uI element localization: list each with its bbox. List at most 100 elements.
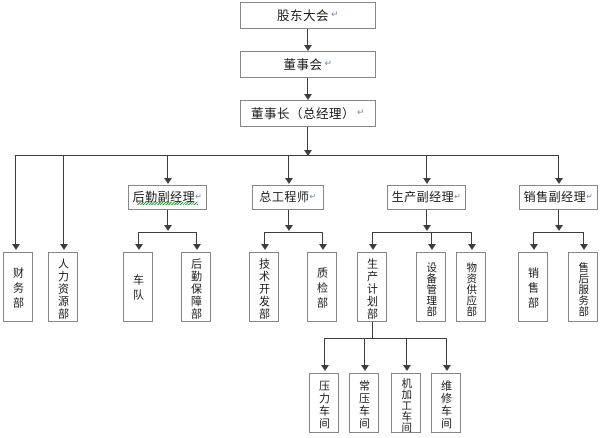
- splitter-logistics-vp: [138, 232, 196, 233]
- connector-logistics-to-fleet: [138, 232, 139, 245]
- paragraph-mark: ↵: [356, 107, 366, 118]
- connector-bus-to-logistics-vp: [167, 155, 168, 179]
- node-label: 售后服务部: [577, 261, 590, 317]
- node-materials-supply-department[interactable]: 物资供应部: [456, 252, 486, 322]
- node-fleet-department[interactable]: 车队: [123, 252, 153, 322]
- connector-production-vp-stem: [426, 210, 427, 226]
- node-production-vice-manager[interactable]: 生产副经理 ↵: [387, 185, 466, 210]
- node-board-of-directors[interactable]: 董事会 ↵: [240, 51, 376, 78]
- arrow-ce-to-techdev: [260, 244, 269, 250]
- node-atmospheric-workshop[interactable]: 常压车间: [349, 373, 379, 433]
- node-chairman-general-manager[interactable]: 董事长（总经理） ↵: [240, 100, 376, 127]
- node-label: 人力资源部: [56, 257, 70, 321]
- node-logistics-support-department[interactable]: 后勤保障部: [181, 252, 211, 322]
- connector-sales-vp-stem: [558, 210, 559, 226]
- node-label: 压力车间: [317, 380, 331, 430]
- node-label: 常压车间: [357, 380, 371, 430]
- node-label: 车队: [131, 274, 145, 304]
- connector-chairman-to-bus: [307, 127, 308, 155]
- node-label: 维修车间: [439, 380, 453, 430]
- connector-chief-engineer-stem: [288, 210, 289, 226]
- arrow-sv-to-sales-dept: [529, 244, 538, 250]
- node-label: 后勤副经理: [132, 190, 196, 205]
- node-label: 董事长（总经理）: [250, 105, 355, 121]
- node-finance-department[interactable]: 财务部: [3, 252, 33, 322]
- paragraph-mark: ↵: [330, 9, 340, 20]
- connector-bus-to-hr: [63, 155, 64, 245]
- connector-ce-to-quality: [322, 232, 323, 245]
- arrow-logistics-to-support: [192, 244, 201, 250]
- node-machining-workshop[interactable]: 机加工车间: [391, 373, 421, 433]
- arrow-plan-to-maintenance: [442, 365, 451, 371]
- node-label: 机加工车间: [400, 377, 413, 433]
- node-shareholders-meeting[interactable]: 股东大会 ↵: [240, 2, 376, 29]
- node-label: 生产计划部: [365, 257, 379, 321]
- connector-bus-to-production-vp: [426, 155, 427, 179]
- connector-logistics-vp-stem: [167, 210, 168, 226]
- node-label: 物资供应部: [465, 261, 478, 317]
- paragraph-mark: ↵: [454, 192, 462, 202]
- connector-plan-stem: [372, 322, 373, 338]
- connector-pv-to-equipment: [431, 232, 432, 245]
- paragraph-mark: ↵: [324, 58, 333, 69]
- node-label: 股东大会: [276, 7, 329, 23]
- arrow-sales-vp-stem: [554, 225, 563, 231]
- connector-plan-to-pressure: [324, 338, 325, 366]
- connector-sv-to-sales-dept: [533, 232, 534, 245]
- main-distribution-bus: [15, 155, 559, 156]
- connector-sv-to-after-sales: [583, 232, 584, 245]
- arrow-logistics-to-fleet: [134, 244, 143, 250]
- paragraph-mark: ↵: [586, 192, 594, 202]
- arrow-ce-to-quality: [318, 244, 327, 250]
- arrow-logistics-vp-stem: [163, 225, 172, 231]
- connector-plan-to-atmos: [364, 338, 365, 366]
- arrow-bus-to-finance: [11, 244, 20, 250]
- connector-shareholders-to-board: [307, 29, 308, 49]
- paragraph-mark: ↵: [195, 192, 203, 202]
- node-after-sales-service-department[interactable]: 售后服务部: [568, 252, 598, 322]
- arrow-bus-to-hr: [59, 244, 68, 250]
- connector-ce-to-techdev: [264, 232, 265, 245]
- node-label: 质检部: [315, 266, 329, 312]
- node-technology-development-department[interactable]: 技术开发部: [249, 252, 279, 322]
- node-label: 销售副经理: [523, 190, 587, 205]
- arrow-plan-to-atmos: [360, 365, 369, 371]
- node-chief-engineer[interactable]: 总工程师 ↵: [252, 185, 324, 210]
- node-maintenance-workshop[interactable]: 维修车间: [431, 373, 461, 433]
- arrow-pv-to-equipment: [427, 244, 436, 250]
- node-sales-vice-manager[interactable]: 销售副经理 ↵: [519, 185, 598, 210]
- node-pressure-workshop[interactable]: 压力车间: [309, 373, 339, 433]
- connector-logistics-to-support: [196, 232, 197, 245]
- node-sales-department[interactable]: 销售部: [518, 252, 548, 322]
- arrow-board-to-chairman: [303, 94, 312, 100]
- arrow-pv-to-plan: [368, 244, 377, 250]
- connector-bus-to-finance: [15, 155, 16, 245]
- node-label: 后勤保障部: [189, 257, 203, 321]
- arrow-plan-to-machining: [402, 365, 411, 371]
- arrow-production-vp-stem: [422, 225, 431, 231]
- node-quality-inspection-department[interactable]: 质检部: [307, 252, 337, 322]
- arrow-chief-engineer-stem: [284, 225, 293, 231]
- splitter-sales-vp: [533, 232, 583, 233]
- splitter-chief-engineer: [264, 232, 322, 233]
- arrow-bus-to-chief-engineer: [284, 178, 293, 184]
- connector-pv-to-plan: [372, 232, 373, 245]
- node-label: 董事会: [283, 56, 323, 72]
- connector-plan-to-maintenance: [446, 338, 447, 366]
- node-label: 财务部: [11, 266, 25, 312]
- arrow-bus-to-production-vp: [422, 178, 431, 184]
- node-hr-department[interactable]: 人力资源部: [48, 252, 78, 322]
- node-equipment-management-department[interactable]: 设备管理部: [416, 252, 446, 322]
- node-logistics-vice-manager[interactable]: 后勤副经理 ↵: [128, 185, 207, 210]
- connector-pv-to-materials: [471, 232, 472, 245]
- arrow-chairman-to-bus: [303, 150, 312, 156]
- node-label: 设备管理部: [425, 261, 438, 317]
- node-label: 技术开发部: [257, 257, 271, 321]
- arrow-plan-to-pressure: [320, 365, 329, 371]
- node-production-planning-department[interactable]: 生产计划部: [357, 252, 387, 322]
- paragraph-mark: ↵: [309, 192, 317, 202]
- connector-plan-to-machining: [406, 338, 407, 366]
- arrow-bus-to-sales-vp: [554, 178, 563, 184]
- splitter-production-vp: [372, 232, 472, 233]
